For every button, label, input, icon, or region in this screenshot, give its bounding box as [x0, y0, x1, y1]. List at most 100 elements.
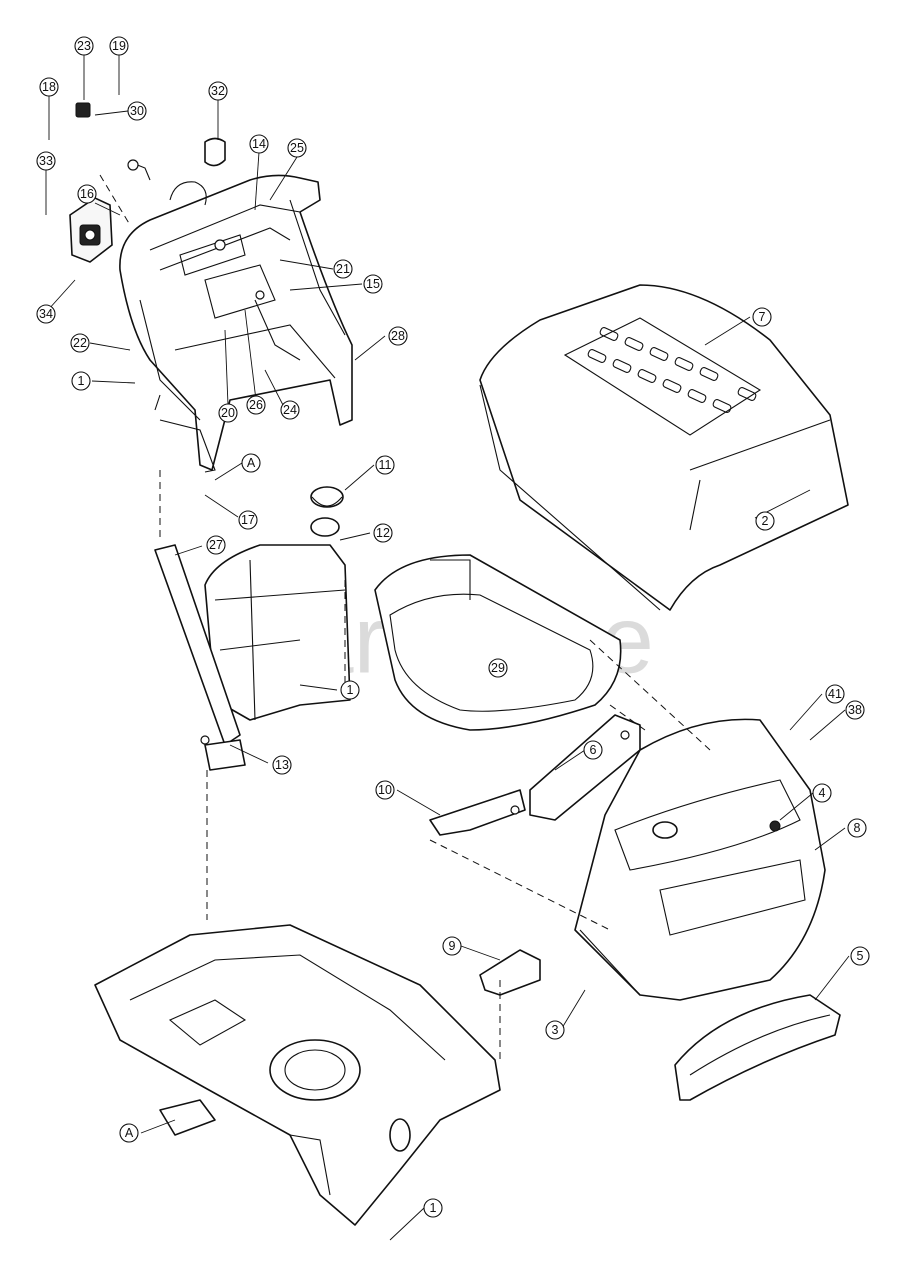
- callout-circle: [238, 510, 258, 530]
- callout-14: 14: [249, 134, 269, 154]
- callout-15: 15: [363, 274, 383, 294]
- callout-22: 22: [70, 333, 90, 353]
- callout-28: 28: [388, 326, 408, 346]
- callout-circle: [77, 184, 97, 204]
- callout-number: 3: [552, 1023, 559, 1037]
- callout-1: 1: [340, 680, 360, 700]
- callout-circle: [847, 818, 867, 838]
- callout-number: 11: [379, 458, 392, 472]
- callout-circle: [272, 755, 292, 775]
- callout-circle: [825, 684, 845, 704]
- callout-number: 17: [241, 513, 255, 527]
- callout-circle: [333, 259, 353, 279]
- callout-number: 28: [391, 329, 405, 343]
- callout-number: 20: [221, 406, 235, 420]
- leader-lines: [45, 55, 850, 1241]
- callout-circle: [340, 680, 360, 700]
- callout-circle: [812, 783, 832, 803]
- callout-2: 2: [755, 511, 775, 531]
- callout-number: 27: [209, 538, 223, 552]
- callout-3: 3: [545, 1020, 565, 1040]
- callout-16: 16: [77, 184, 97, 204]
- callout-1: 1: [71, 371, 91, 391]
- callout-circle: [287, 138, 307, 158]
- callout-27: 27: [206, 535, 226, 555]
- callout-circle: [246, 395, 266, 415]
- knob-parts: [75, 102, 226, 181]
- callout-circle: [363, 274, 383, 294]
- callout-29: 29: [488, 658, 508, 678]
- callout-number: 1: [430, 1201, 437, 1215]
- callout-33: 33: [36, 151, 56, 171]
- callout-circle: [241, 453, 261, 473]
- frame: [94, 924, 501, 1226]
- callout-circle: [74, 36, 94, 56]
- callout-number: 38: [848, 703, 862, 717]
- callout-number: 8: [854, 821, 861, 835]
- callout-circle: [70, 333, 90, 353]
- front-nose: [574, 718, 826, 1001]
- callout-circle: [373, 523, 393, 543]
- callout-circle: [206, 535, 226, 555]
- fuel-tank: [204, 486, 351, 721]
- callout-circle: [375, 780, 395, 800]
- callout-7: 7: [752, 307, 772, 327]
- callout-circle: [752, 307, 772, 327]
- callout-24: 24: [280, 400, 300, 420]
- callout-9: 9: [442, 936, 462, 956]
- callout-circle: [845, 700, 865, 720]
- callout-34: 34: [36, 304, 56, 324]
- callout-number: 1: [347, 683, 354, 697]
- callout-circle: [583, 740, 603, 760]
- callout-number: 23: [77, 39, 91, 53]
- callout-number: 1: [78, 374, 85, 388]
- callout-number: 41: [828, 687, 842, 701]
- callout-circle: [127, 101, 147, 121]
- callout-number: 32: [211, 84, 225, 98]
- callout-4: 4: [812, 783, 832, 803]
- callout-41: 41: [825, 684, 845, 704]
- callout-circle: [850, 946, 870, 966]
- callout-number: 18: [42, 80, 56, 94]
- callout-number: 26: [249, 398, 263, 412]
- callout-number: 4: [819, 786, 826, 800]
- callout-number: 15: [366, 277, 380, 291]
- callout-number: 12: [376, 526, 390, 540]
- callout-number: 21: [336, 262, 350, 276]
- callout-number: 2: [762, 514, 769, 528]
- callout-circle: [218, 403, 238, 423]
- callout-number: 30: [130, 104, 144, 118]
- callout-32: 32: [208, 81, 228, 101]
- callout-23: 23: [74, 36, 94, 56]
- callout-25: 25: [287, 138, 307, 158]
- callout-number: 7: [759, 310, 766, 324]
- callout-circle: [71, 371, 91, 391]
- callout-circle: [109, 36, 129, 56]
- callout-10: 10: [375, 780, 395, 800]
- callout-number: 34: [39, 307, 53, 321]
- callout-number: 33: [39, 154, 53, 168]
- callout-circle: [442, 936, 462, 956]
- callout-number: 14: [252, 137, 266, 151]
- callout-5: 5: [850, 946, 870, 966]
- callout-circle: [388, 326, 408, 346]
- dash-panel-assembly: [119, 174, 353, 473]
- callout-number: 24: [283, 403, 297, 417]
- callout-circle: [755, 511, 775, 531]
- callout-number: A: [247, 456, 256, 470]
- callout-number: 29: [491, 661, 505, 675]
- nose-bracket: [479, 949, 541, 996]
- callout-circle: [36, 151, 56, 171]
- callout-number: 10: [378, 783, 392, 797]
- ignition-switch: [69, 197, 113, 263]
- callout-number: 5: [857, 949, 864, 963]
- callout-12: 12: [373, 523, 393, 543]
- callout-circle: [280, 400, 300, 420]
- callout-17: 17: [238, 510, 258, 530]
- callout-19: 19: [109, 36, 129, 56]
- callout-number: 6: [590, 743, 597, 757]
- callout-circle: [119, 1123, 139, 1143]
- callout-11: 11: [375, 455, 395, 475]
- callout-circle: [423, 1198, 443, 1218]
